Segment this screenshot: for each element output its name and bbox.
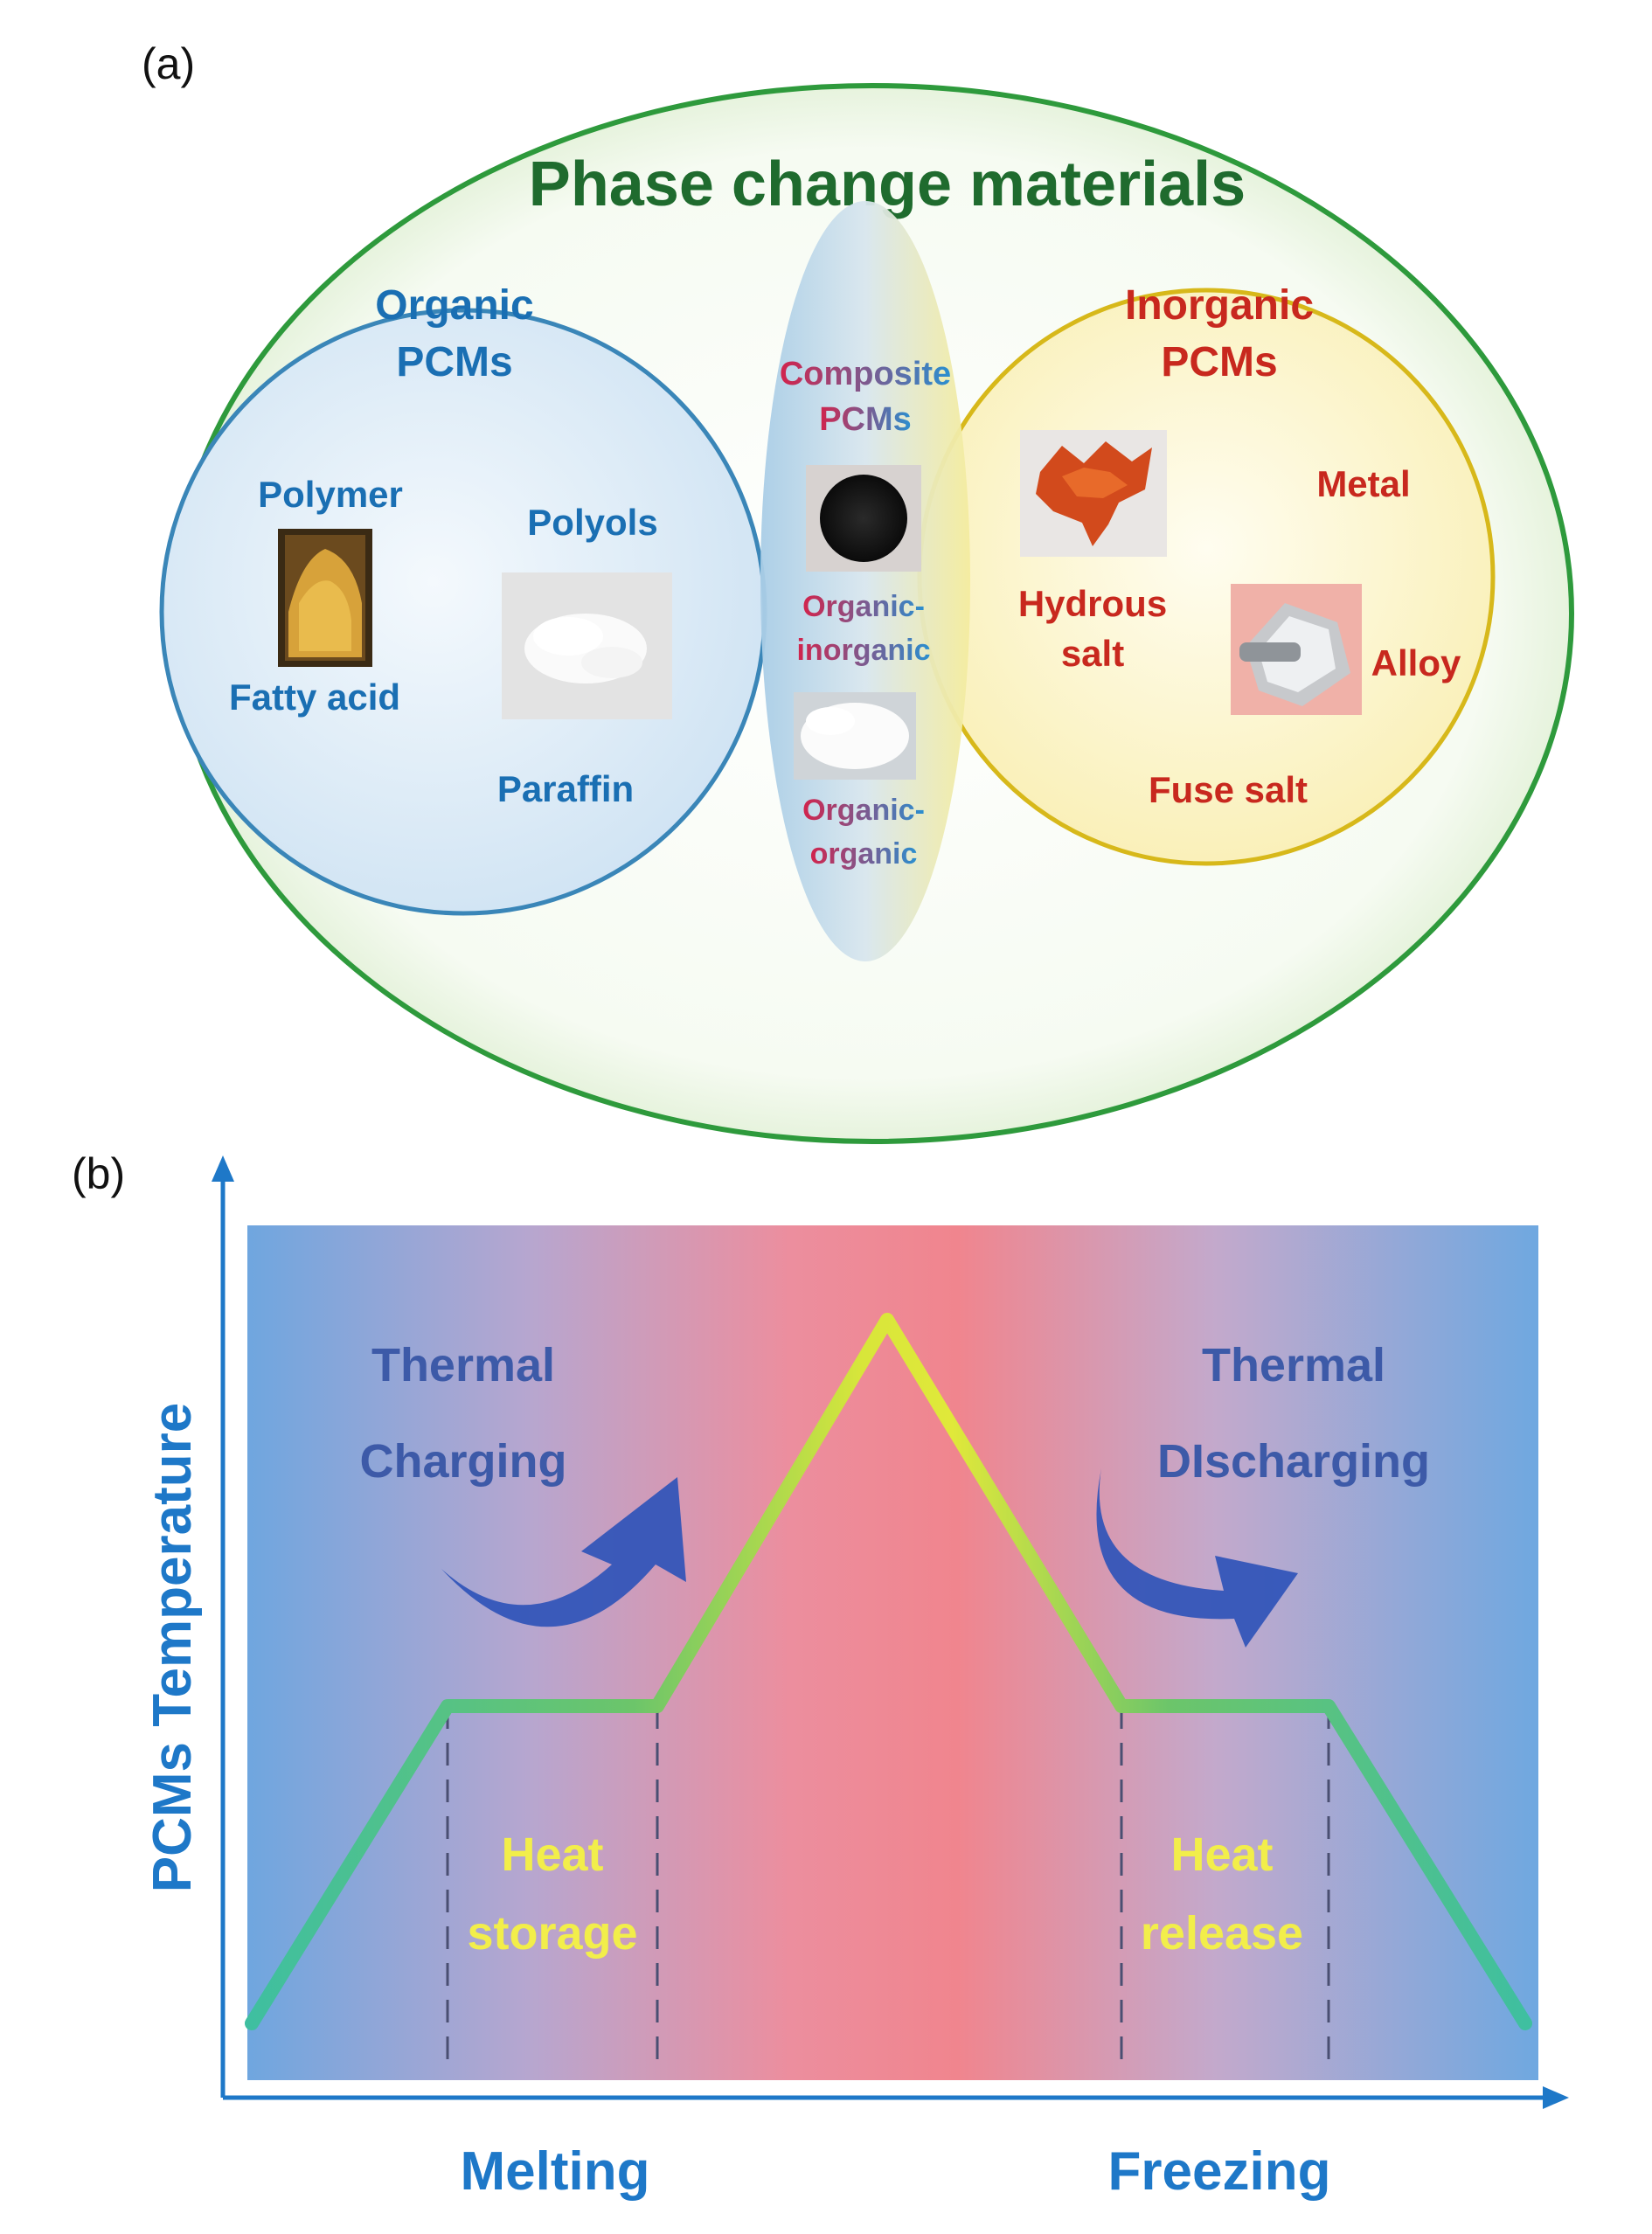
composite-type1-line1: Organic-: [802, 590, 925, 623]
charging-label-line2: Charging: [360, 1435, 567, 1488]
inorganic-title-line2: PCMs: [1161, 339, 1277, 385]
heat-release-line2: release: [1141, 1907, 1303, 1960]
temperature-curve: [245, 1313, 1532, 2030]
x-label-melting: Melting: [461, 2141, 650, 2202]
heat-release-line1: Heat: [1170, 1828, 1273, 1881]
hydrous-salt-sample-image: [1020, 430, 1167, 557]
organic-item-fatty-acid: Fatty acid: [229, 676, 400, 718]
composite-type2-line2: organic: [810, 837, 918, 871]
organic-item-polymer: Polymer: [258, 474, 403, 515]
discharging-label-line1: Thermal: [1202, 1339, 1385, 1391]
inorganic-item-hydrous-line1: Hydrous: [1018, 583, 1167, 624]
x-label-freezing: Freezing: [1108, 2141, 1331, 2202]
discharging-arrow-icon: [1096, 1468, 1298, 1648]
composite-title-line1: Composite: [780, 356, 951, 392]
inorganic-item-fuse-salt: Fuse salt: [1149, 769, 1308, 810]
heat-storage-line1: Heat: [501, 1828, 603, 1881]
thermal-background: [247, 1225, 1538, 2080]
composite-type1-line2: inorganic: [796, 634, 930, 667]
alloy-sample-image: [1231, 584, 1362, 715]
polymer-sample-image: [278, 529, 372, 667]
panel-a-label: (a): [142, 39, 195, 88]
organic-title-line1: Organic: [375, 282, 533, 329]
y-axis-label: PCMs Temperature: [142, 1403, 203, 1892]
discharging-label-line2: DIscharging: [1157, 1435, 1430, 1488]
organic-item-polyols: Polyols: [527, 502, 657, 543]
inorganic-item-metal: Metal: [1316, 463, 1410, 504]
panel-b-label: (b): [72, 1149, 125, 1198]
composite-black-sample-image: [806, 465, 921, 572]
inorganic-title-line1: Inorganic: [1125, 282, 1314, 329]
charging-arrow-icon: [441, 1477, 686, 1627]
x-axis-arrowhead: [1543, 2086, 1569, 2109]
diagram-title: Phase change materials: [529, 149, 1246, 219]
charging-label-line1: Thermal: [371, 1339, 555, 1391]
organic-title-line2: PCMs: [396, 339, 512, 385]
composite-white-sample-image: [794, 692, 916, 780]
heat-storage-line2: storage: [467, 1907, 637, 1960]
polyols-sample-image: [502, 572, 672, 719]
composite-title-line2: PCMs: [819, 401, 912, 438]
inorganic-item-hydrous-line2: salt: [1061, 633, 1124, 674]
organic-item-paraffin: Paraffin: [497, 768, 634, 809]
inorganic-item-alloy: Alloy: [1371, 642, 1461, 683]
organic-circle: [159, 308, 767, 916]
y-axis-arrowhead: [212, 1155, 234, 1182]
composite-type2-line1: Organic-: [802, 794, 925, 827]
